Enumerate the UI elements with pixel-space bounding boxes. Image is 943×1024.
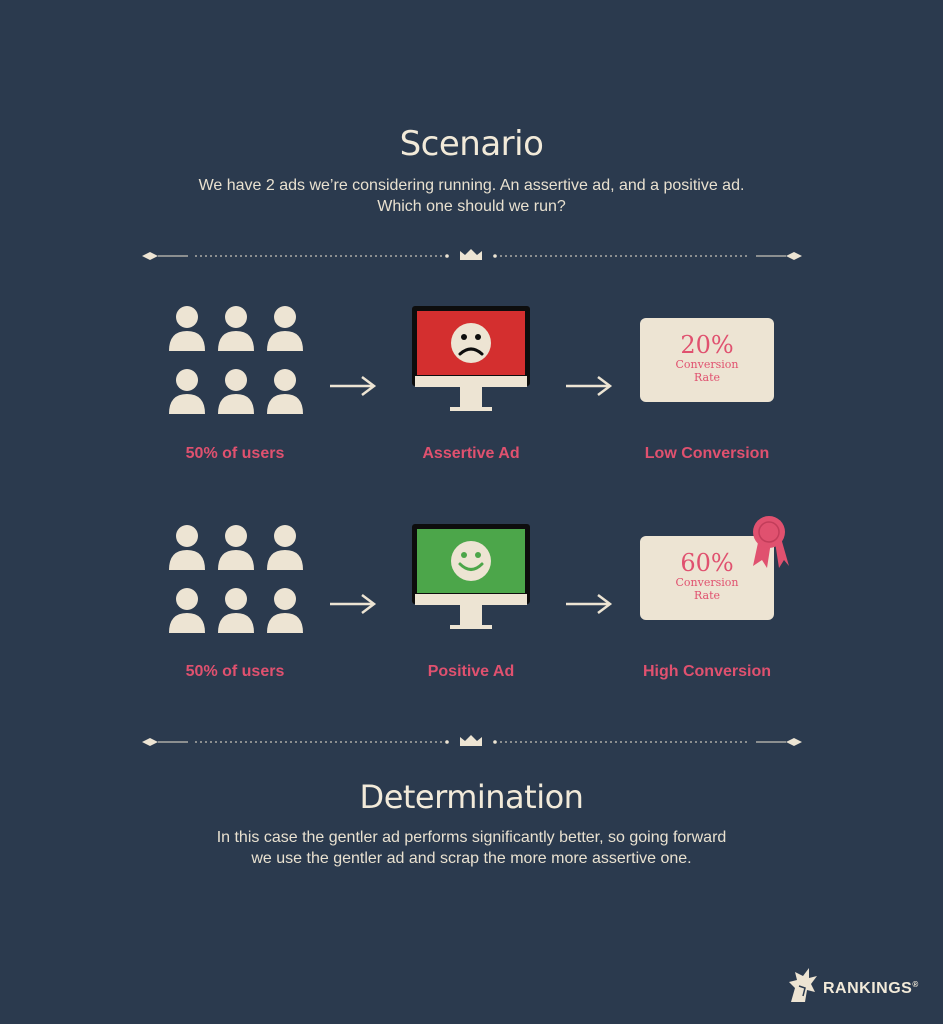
arrow-right-icon	[330, 376, 377, 396]
determination-line-2: we use the gentler ad and scrap the more…	[251, 850, 692, 867]
award-ribbon-icon	[753, 516, 789, 568]
griffin-logo-icon	[789, 968, 817, 1002]
scenario-text: We have 2 ads we’re considering running.…	[0, 175, 943, 217]
conversion-rate-card: 20% Conversion Rate	[640, 318, 774, 402]
monitor-icon	[412, 306, 530, 411]
arrow-right-icon	[566, 594, 613, 614]
result-label: High Conversion	[642, 663, 771, 680]
users-label: 50% of users	[185, 663, 285, 680]
arrow-right-icon	[566, 376, 613, 396]
sad-face-icon	[451, 323, 491, 363]
conversion-rate-caption: Rate	[693, 589, 721, 602]
ornamental-divider-bottom	[142, 735, 802, 746]
users-label: 50% of users	[185, 445, 285, 462]
ad-label: Positive Ad	[427, 663, 515, 680]
scenario-line-2: Which one should we run?	[377, 198, 566, 215]
conversion-rate-caption: Rate	[693, 371, 721, 384]
result-label: Low Conversion	[644, 445, 770, 462]
logo-wordmark: RANKINGS®	[823, 980, 919, 997]
ad-label: Assertive Ad	[422, 445, 520, 462]
arrow-right-icon	[330, 594, 377, 614]
scenario-line-1: We have 2 ads we’re considering running.…	[198, 177, 745, 194]
determination-text: In this case the gentler ad performs sig…	[0, 827, 943, 869]
rankings-logo: RANKINGS®	[785, 966, 925, 1006]
happy-face-icon	[451, 541, 491, 581]
conversion-rate-value: 60%	[680, 549, 734, 577]
conversion-rate-caption: Conversion	[675, 576, 739, 589]
users-group-icon	[169, 525, 303, 633]
conversion-rate-value: 20%	[680, 331, 734, 359]
users-group-icon	[169, 306, 303, 414]
determination-line-1: In this case the gentler ad performs sig…	[216, 829, 727, 846]
monitor-icon	[412, 524, 530, 629]
conversion-rate-caption: Conversion	[675, 358, 739, 371]
conversion-rate-card: 60% Conversion Rate	[640, 536, 774, 620]
scenario-title: Scenario	[399, 124, 544, 164]
ornamental-divider-top	[142, 249, 802, 260]
determination-title: Determination	[359, 778, 584, 816]
